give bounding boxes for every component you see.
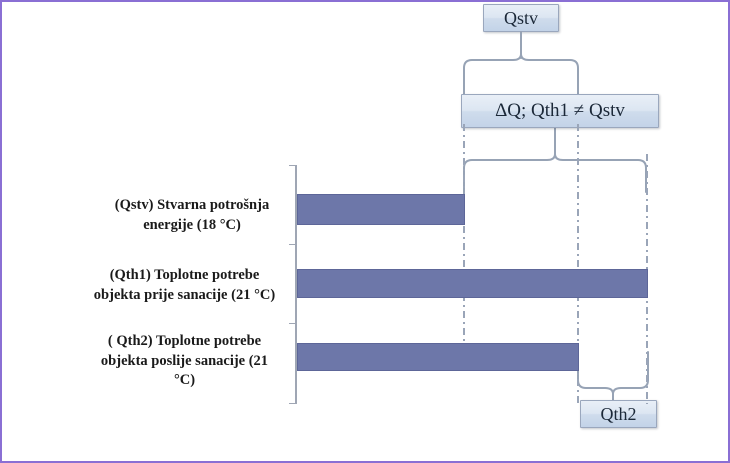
bracket-qstv [463,53,579,95]
callout-delta-q[interactable]: ΔQ; Qth1 ≠ Qstv [461,94,659,128]
category-label-qstv: (Qstv) Stvarna potrošnja energije (18 °C… [114,197,270,233]
bar-qstv[interactable] [297,194,465,225]
bracket-delta-q [463,153,647,193]
callout-qstv[interactable]: Qstv [483,4,559,32]
bracket-qth2 [577,351,649,395]
axis-tick [289,244,296,245]
category-axis [295,165,297,404]
axis-tick [289,323,296,324]
axis-tick [289,403,296,404]
guideline-qth2-end [577,124,579,404]
guideline-qstv-end [463,124,465,369]
category-label-qth1: (Qth1) Toplotne potrebe objekta prije sa… [93,267,276,303]
callout-qth2[interactable]: Qth2 [580,400,657,428]
category-label-qth2: ( Qth2) Toplotne potrebe objekta poslije… [100,333,269,389]
axis-tick [289,165,296,166]
bar-qth1[interactable] [297,269,648,298]
bar-qth2[interactable] [297,343,579,371]
